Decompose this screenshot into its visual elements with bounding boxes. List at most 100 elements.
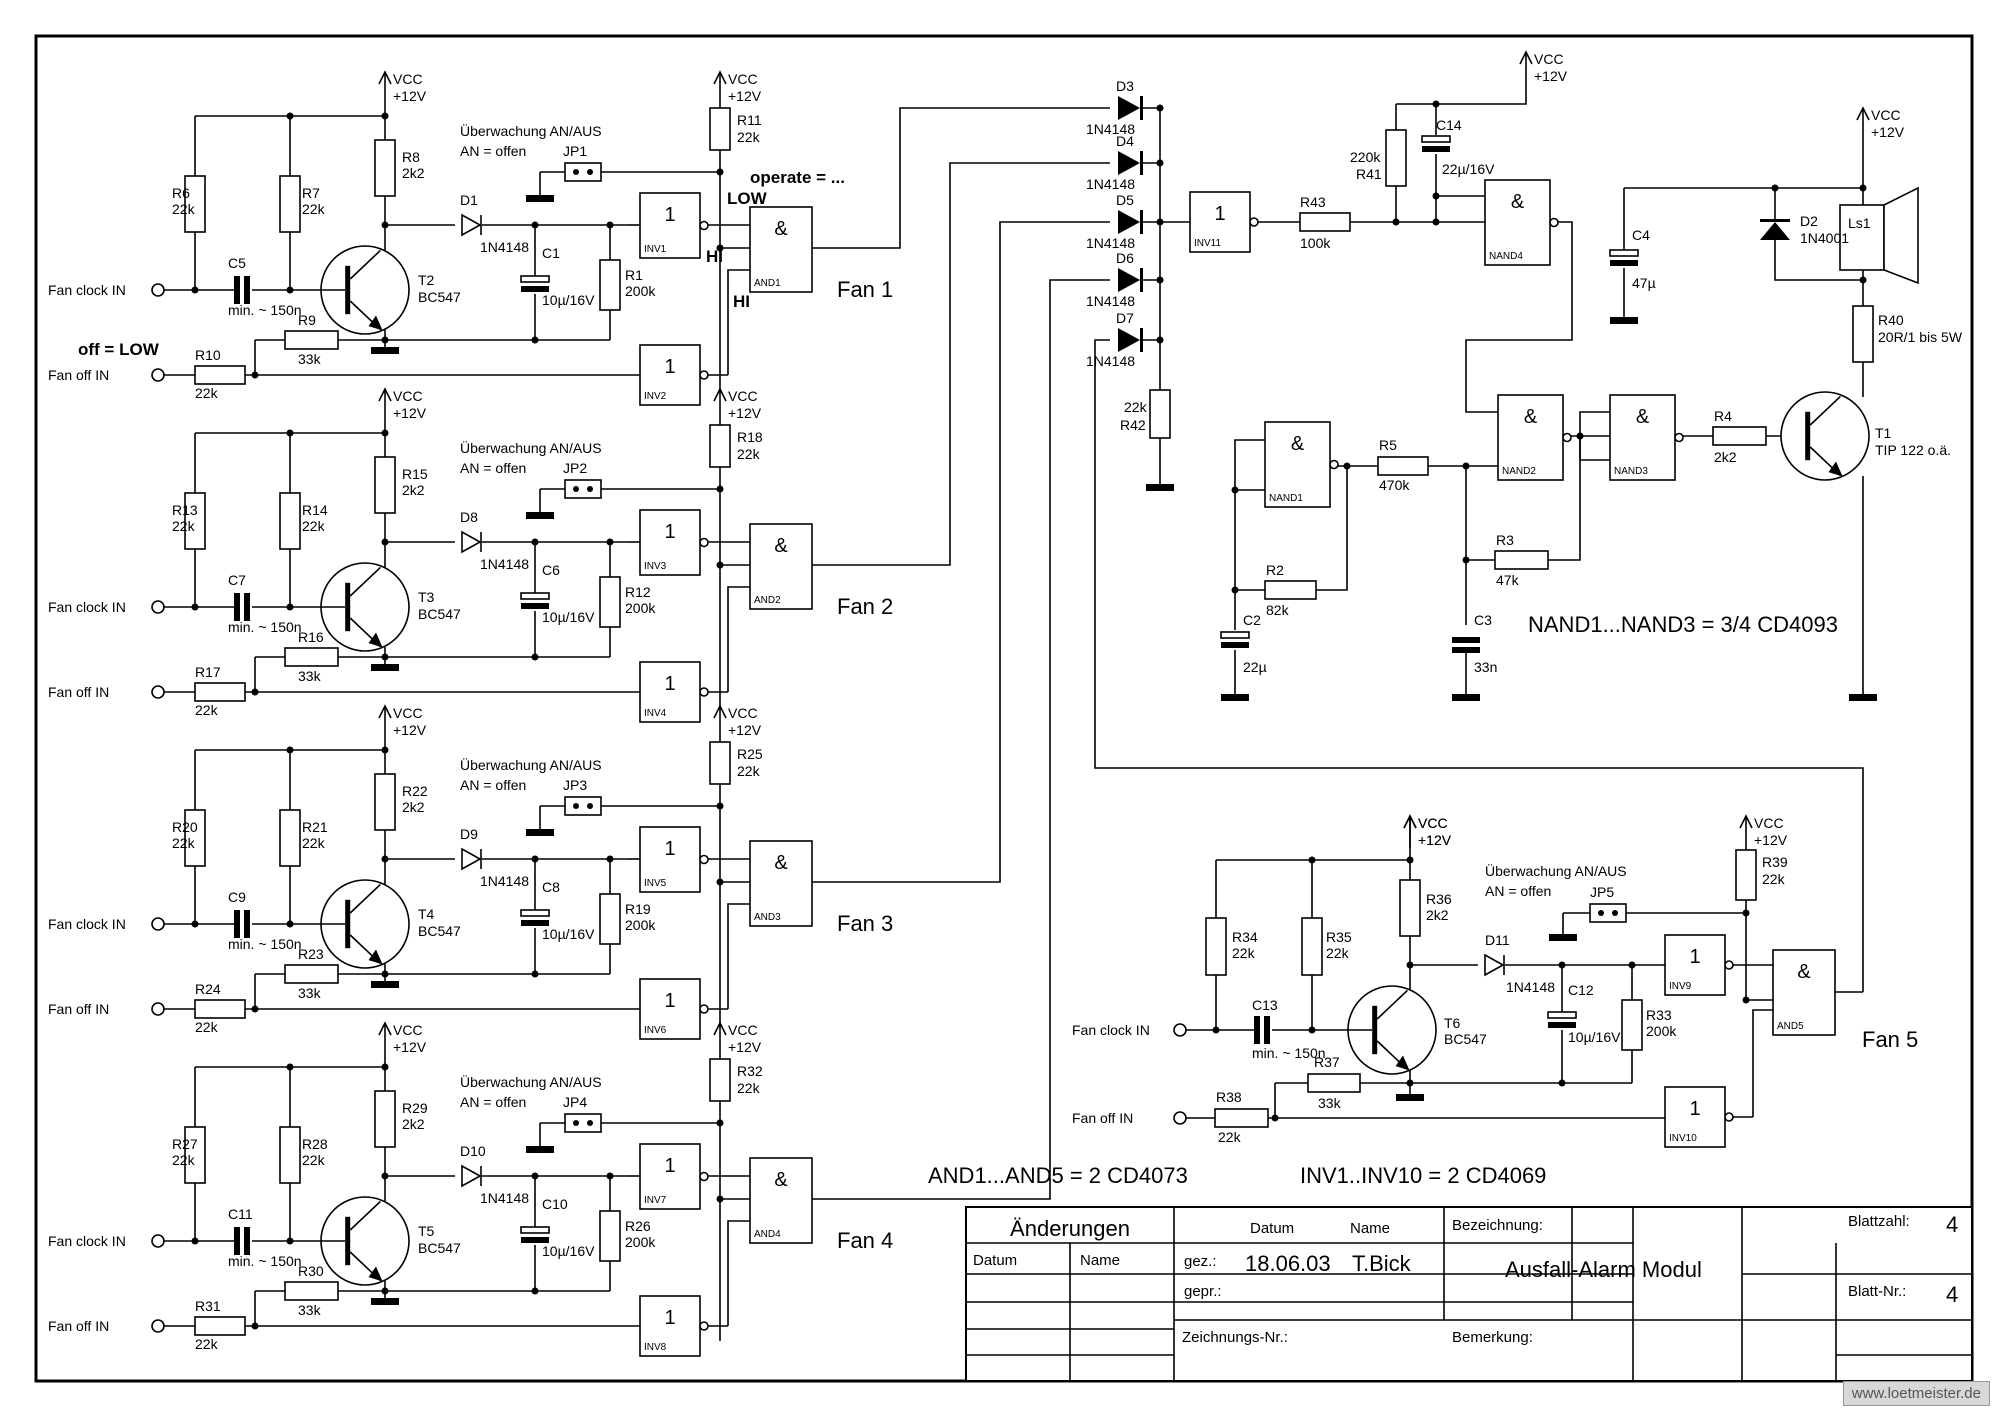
gate-body <box>1264 421 1331 508</box>
jumper-body <box>564 1113 602 1133</box>
vcc-label: VCC <box>1534 51 1564 67</box>
alarm-diode-type: 1N4148 <box>1086 353 1135 369</box>
jumper-name: JP2 <box>563 460 587 476</box>
pullup-resistor-name: R32 <box>737 1063 763 1079</box>
gate-label: INV2 <box>644 391 667 402</box>
discharge-resistor <box>1621 999 1643 1051</box>
off-link-resistor-name: R16 <box>298 629 324 645</box>
discharge-resistor-name: R1 <box>625 267 643 283</box>
ground-icon <box>1452 694 1480 701</box>
wire <box>1396 84 1527 105</box>
diode-icon <box>1118 328 1143 352</box>
base-resistor <box>1301 917 1323 976</box>
coupling-capacitor-name: C7 <box>228 572 246 588</box>
junction-dot <box>1231 486 1239 494</box>
tb-name-value: T.Bick <box>1352 1251 1412 1276</box>
diode-type: 1N4148 <box>480 556 529 572</box>
jumper-name: JP3 <box>563 777 587 793</box>
c4-value: 47µ <box>1632 275 1656 291</box>
c3-name: C3 <box>1474 612 1492 628</box>
diode-bar <box>1760 219 1790 222</box>
emitter-arrow <box>368 315 383 331</box>
diode-body <box>461 1164 482 1188</box>
alarm-section: D31N4148D41N4148D51N4148D61N4148D71N4148… <box>830 50 1963 1200</box>
fan-alarm-line <box>830 279 1110 1200</box>
vcc-arrow <box>378 704 392 719</box>
diode-icon <box>461 213 482 237</box>
timing-capacitor-value: 10µ/16V <box>542 926 595 942</box>
cap-plate <box>521 920 549 926</box>
vcc-arrow <box>713 387 727 402</box>
gate-body <box>639 344 701 406</box>
transistor-base-bar <box>345 899 351 949</box>
speaker-cone <box>1883 186 1919 285</box>
gate-symbol: & <box>774 852 788 874</box>
off-input-resistor-value: 22k <box>195 702 219 718</box>
transistor-name: T3 <box>418 589 435 605</box>
alarm-diode-name: D6 <box>1116 250 1134 266</box>
v12-label: +12V <box>728 405 762 421</box>
ground-icon <box>1549 934 1577 941</box>
npn-transistor-icon <box>1780 391 1870 481</box>
base-resistor-value: 22k <box>172 201 196 217</box>
vcc-arrow <box>713 70 727 85</box>
vcc-arrow <box>1856 106 1870 121</box>
pullup-resistor-value: 22k <box>737 1080 761 1096</box>
pulldown-resistor <box>1149 389 1171 439</box>
transistor-type: BC547 <box>418 606 461 622</box>
off-link-resistor-value: 33k <box>298 351 322 367</box>
discharge-resistor <box>599 893 621 945</box>
wire <box>727 1220 750 1326</box>
gate-body <box>1664 1086 1726 1148</box>
jumper-pin <box>587 169 593 175</box>
jumper-body <box>564 796 602 816</box>
emitter-arrow <box>1828 461 1843 477</box>
diode-body <box>1118 151 1140 175</box>
diode-body <box>461 530 482 554</box>
pullup-resistor <box>709 1058 731 1102</box>
diode-bar <box>1140 151 1143 175</box>
pulldown-resistor-name: R42 <box>1120 417 1146 433</box>
gate-symbol: & <box>1797 961 1811 983</box>
wire <box>1465 221 1573 413</box>
discharge-resistor <box>599 576 621 628</box>
gate-symbol: 1 <box>664 673 675 695</box>
fan-off-in-label: Fan off IN <box>48 1001 109 1017</box>
timing-capacitor-name: C6 <box>542 562 560 578</box>
vcc-supply: VCC+12V <box>1519 50 1568 84</box>
base-resistor-name: R7 <box>302 185 320 201</box>
vcc-label: VCC <box>1418 815 1448 831</box>
vcc-arrow <box>1519 50 1533 65</box>
alarm-diode-name: D3 <box>1116 78 1134 94</box>
collector-resistor-value: 2k2 <box>402 165 425 181</box>
ls1-name: Ls1 <box>1848 215 1871 231</box>
nand-gate: &NAND2 <box>1497 394 1572 481</box>
v12-label: +12V <box>1534 68 1568 84</box>
timing-capacitor <box>520 909 550 926</box>
fan-off-in-label: Fan off IN <box>1072 1110 1133 1126</box>
base-resistor-name: R6 <box>172 185 190 201</box>
transistor-type: BC547 <box>418 923 461 939</box>
gate-label: NAND3 <box>1614 466 1648 477</box>
jumper-pin <box>573 1120 579 1126</box>
wire <box>1316 466 1348 591</box>
ground-icon <box>1396 1094 1424 1101</box>
r4-resistor <box>1712 426 1767 446</box>
diode-body <box>1484 953 1505 977</box>
inverter-bubble <box>699 687 709 697</box>
ground-icon <box>526 1146 554 1153</box>
wire <box>1774 240 1863 281</box>
transistor-base-bar <box>345 265 351 315</box>
off-input-resistor-name: R31 <box>195 1298 221 1314</box>
v12-label: +12V <box>393 722 427 738</box>
base-resistor <box>1205 917 1227 976</box>
an-offen-label: AN = offen <box>1485 883 1551 899</box>
junction-dot <box>716 1195 724 1203</box>
off-input-resistor-name: R10 <box>195 347 221 363</box>
pullup-resistor-name: R39 <box>1762 854 1788 870</box>
gate-label: INV7 <box>644 1195 667 1206</box>
jumper-pin <box>587 1120 593 1126</box>
